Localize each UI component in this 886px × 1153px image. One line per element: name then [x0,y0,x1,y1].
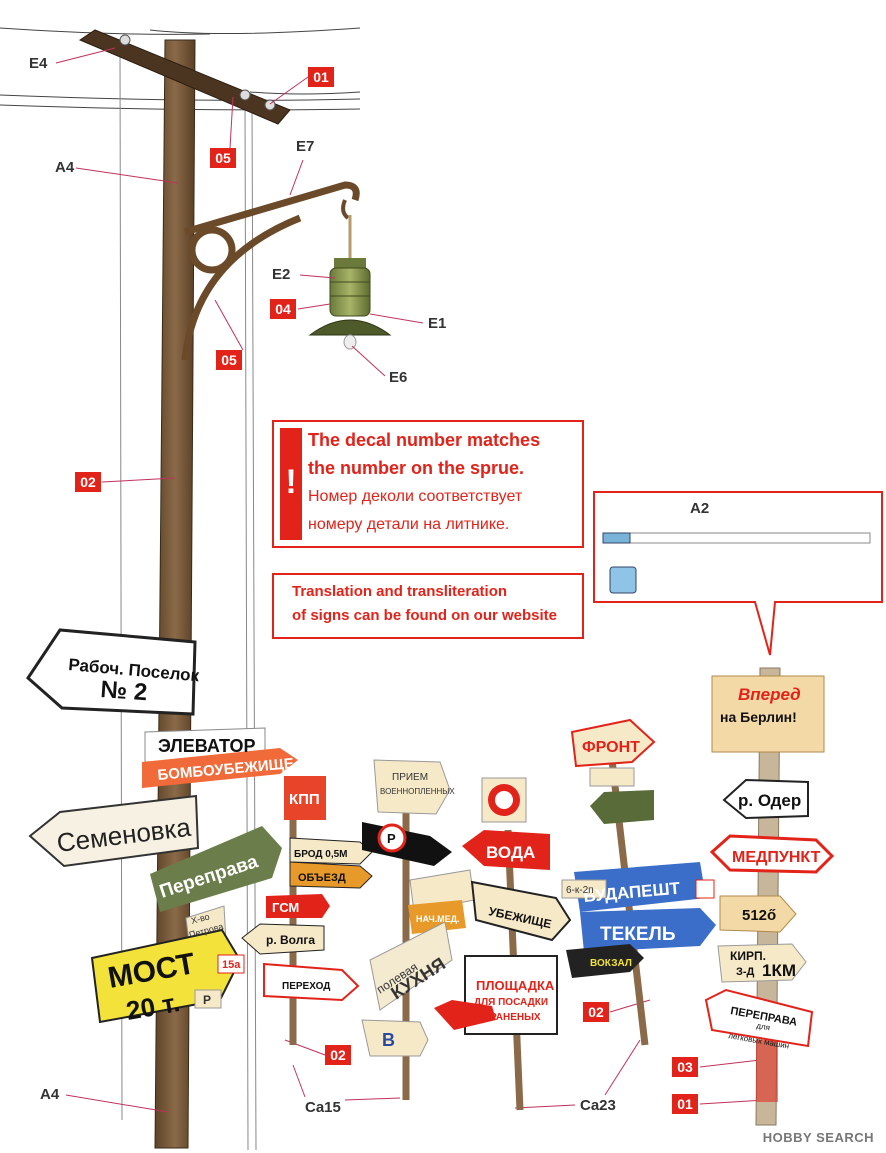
decal-tag-01-bottom: 01 [672,1094,698,1114]
sign-ploshchadka-line2: ДЛЯ ПОСАДКИ [474,997,548,1008]
sign-km512: 512ő [742,907,776,924]
sign-front: ФРОНТ [582,739,640,756]
sign-priem-line1: ПРИЕМ [392,772,428,783]
label-e7: E7 [296,138,315,155]
mid-right-signs [561,718,716,1046]
sign-elevator: ЭЛЕВАТОР [158,736,256,756]
website-note-line-1: Translation and transliteration [292,583,508,600]
label-e1: E1 [428,315,447,332]
sign-vpered-line2: на Берлин! [720,709,797,725]
sign-rabochy-poselok [26,628,197,716]
decal-tag-05-bracket: 05 [216,350,242,370]
label-a4-bottom: A4 [40,1086,60,1103]
sign-brod: БРОД 0,5М [294,849,348,860]
label-e4: E4 [29,55,48,72]
crossarm [78,29,291,125]
decal-tag-02-right: 02 [583,1002,609,1022]
label-ca15: Ca15 [305,1099,341,1116]
website-note-line-2: of signs can be found on our website [292,607,558,624]
decal-tag-05-crossarm: 05 [210,148,236,168]
sign-vokzal: ВОКЗАЛ [590,958,632,969]
decal-tag-01-top: 01 [308,67,334,87]
sign-ploshchadka-line3: РАНЕНЫХ [490,1012,541,1023]
decal-tag-02-mid: 02 [325,1045,351,1065]
website-note-box: Translation and transliteration of signs… [272,573,584,639]
warning-exclamation-icon: ! [280,428,302,540]
mid-signs [434,777,572,1111]
left-signs [28,727,298,1024]
sign-perekhod: ПЕРЕХОД [282,981,330,992]
sign-kpp: КПП [289,791,320,808]
notice-line-1: The decal number matches [308,430,541,450]
sign-kirp-line2: З-Д [736,966,755,978]
decal-tag-04-lamp: 04 [270,299,296,319]
sign-most-tag: 15а [222,959,241,971]
sign-medpunkt: МЕДПУНКТ [732,849,821,866]
sign-r-small: Р [203,993,211,1007]
sign-rabochy-line2: № 2 [100,676,149,706]
right-signs [704,667,835,1126]
leader-lines [55,47,766,1113]
decal-tag-03: 03 [672,1057,698,1077]
sign-kirp-line1: КИРП. [730,949,766,963]
street-lamp [308,215,392,350]
label-a4-top: A4 [55,159,75,176]
sign-nach-med: НАЧ.МЕД. [416,914,460,924]
notice-line-3: Номер деколи соответствует [308,488,523,505]
sign-voda: ВОДА [486,843,535,862]
sign-pereprava2-line2: для [756,1021,771,1032]
sign-sk: 6-к-2п [566,885,594,896]
sign-obezd: ОБЪЕЗД [298,872,346,884]
a2-detail-callout [593,491,883,656]
sign-vpered-line1: Вперед [738,685,801,704]
sign-gsm: ГСМ [272,900,299,915]
mid-left-signs [241,759,475,1100]
sign-hbo-line1: Х-во [190,911,211,925]
decal-tag-02-pole: 02 [75,472,101,492]
label-e6: E6 [389,369,408,386]
label-a2: A2 [690,500,710,517]
notice-line-2: the number on the sprue. [308,458,525,478]
watermark: HOBBY SEARCH [762,1130,874,1145]
decal-notice-box: ! The decal number matches the number on… [272,420,584,548]
label-e2: E2 [272,266,291,283]
sign-priem-line2: ВОЕННОПЛЕННЫХ [380,787,455,796]
sign-tekel: ТЕКЕЛЬ [600,924,676,945]
sign-parking: Р [387,831,396,846]
label-ca23: Ca23 [580,1097,616,1114]
notice-line-4: номеру детали на литнике. [308,516,510,533]
lamp-bracket [181,181,360,361]
sign-kirp-km: 1КМ [762,961,796,980]
pole-outline-guides [119,47,257,1151]
sign-oder: р. Одер [738,791,801,810]
sign-ploshchadka-line1: ПЛОЩАДКА [476,978,555,993]
sign-volga: р. Волга [266,933,315,947]
sign-b-anchor: В [382,1030,395,1050]
